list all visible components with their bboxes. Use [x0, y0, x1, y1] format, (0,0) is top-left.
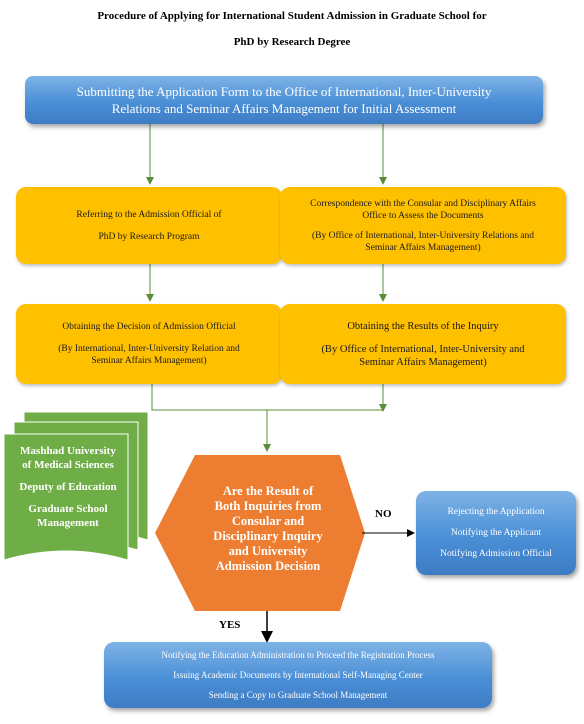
results-line3: Seminar Affairs Management) — [359, 356, 487, 368]
reject-line3: Notifying Admission Official — [440, 548, 552, 559]
correspondence-line4: Seminar Affairs Management) — [365, 242, 481, 253]
documents-shape — [3, 411, 149, 561]
decision-official-line2: (By International, Inter-University Rela… — [58, 344, 240, 354]
correspondence-line1: Correspondence with the Consular and Dis… — [310, 198, 536, 209]
diagram-title-line1: Procedure of Applying for International … — [97, 10, 487, 22]
obtaining-results-box: Obtaining the Results of the Inquiry (By… — [280, 304, 566, 384]
diagram-title-line2: PhD by Research Degree — [233, 36, 351, 48]
submit-line2: Relations and Seminar Affairs Management… — [111, 101, 457, 116]
documents-line3: Deputy of Education — [19, 481, 117, 493]
documents-line1: Mashhad University — [20, 445, 116, 457]
decision-line1: Are the Result of — [222, 484, 314, 498]
correspondence-line2: Office to Assess the Documents — [362, 210, 484, 221]
correspondence-line3: (By Office of International, Inter-Unive… — [311, 230, 535, 241]
final-line2: Issuing Academic Documents by Internatio… — [173, 670, 423, 680]
registration-process-box: Notifying the Education Administration t… — [104, 642, 492, 708]
decision-line3: Consular and — [231, 514, 305, 528]
submit-application-box: Submitting the Application Form to the O… — [25, 76, 543, 124]
documents-line5: Management — [37, 517, 99, 529]
referring-line1: Referring to the Admission Official of — [76, 209, 222, 220]
correspondence-consular-box: Correspondence with the Consular and Dis… — [280, 187, 566, 264]
decision-question: Are the Result of Both Inquiries from Co… — [178, 484, 358, 574]
decision-official-line3: Seminar Affairs Management) — [91, 356, 207, 366]
decision-line4: Disciplinary Inquiry — [213, 529, 323, 543]
final-line3: Sending a Copy to Graduate School Manage… — [208, 690, 388, 700]
documents-line4: Graduate School — [28, 503, 108, 515]
no-label: NO — [375, 508, 392, 520]
decision-hexagon — [155, 455, 365, 611]
documents-text: Mashhad University of Medical Sciences D… — [8, 444, 128, 530]
decision-line2: Both Inquiries from — [214, 499, 322, 513]
reject-line2: Notifying the Applicant — [450, 527, 542, 538]
decision-line6: Admission Decision — [215, 559, 321, 573]
results-line1: Obtaining the Results of the Inquiry — [347, 320, 499, 332]
final-line1: Notifying the Education Administration t… — [161, 650, 435, 660]
decision-line5: and University — [228, 544, 308, 558]
documents-line2: of Medical Sciences — [22, 459, 114, 471]
obtaining-decision-box: Obtaining the Decision of Admission Offi… — [16, 304, 282, 384]
connector-left2-merge — [151, 383, 383, 411]
referring-admission-box: Referring to the Admission Official of P… — [16, 187, 282, 264]
submit-line1: Submitting the Application Form to the O… — [76, 84, 492, 99]
referring-line2: PhD by Research Program — [98, 231, 200, 242]
results-line2: (By Office of International, Inter-Unive… — [321, 343, 525, 355]
decision-official-line1: Obtaining the Decision of Admission Offi… — [62, 322, 236, 332]
yes-label: YES — [219, 619, 241, 631]
reject-line1: Rejecting the Application — [447, 506, 545, 517]
reject-application-box: Rejecting the Application Notifying the … — [416, 491, 576, 575]
